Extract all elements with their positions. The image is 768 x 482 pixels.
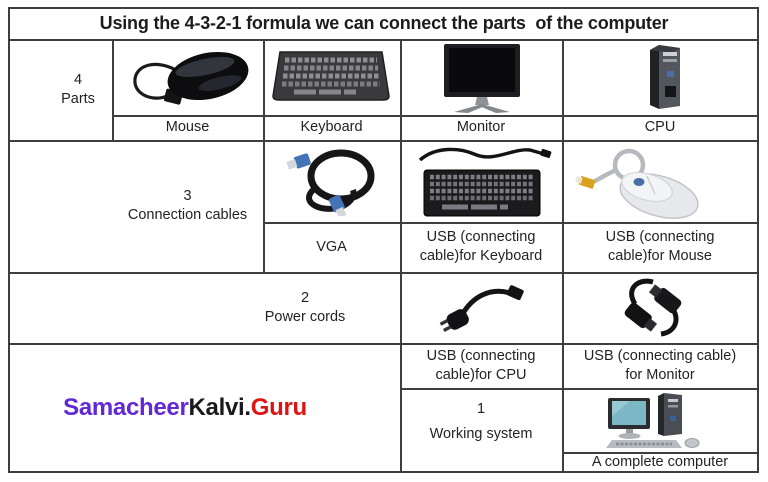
watermark-part-3: Guru bbox=[250, 393, 307, 421]
gridline bbox=[562, 452, 758, 454]
usb-cpu-label: USB (connecting cable)for CPU bbox=[426, 347, 536, 383]
vga-cable-image bbox=[285, 146, 380, 216]
gridline bbox=[112, 39, 114, 140]
working-system-count: 1 bbox=[476, 401, 486, 417]
mouse-label: Mouse bbox=[165, 119, 210, 135]
power-cords-count-cell: 2 Power cords bbox=[230, 272, 380, 343]
gridline bbox=[8, 272, 758, 274]
black-mouse-drawing bbox=[133, 51, 249, 105]
gridline bbox=[400, 388, 758, 390]
usb-mouse-drawing bbox=[575, 148, 699, 219]
keyboard-drawing bbox=[272, 51, 390, 101]
complete-computer-drawing bbox=[606, 393, 700, 448]
gridline bbox=[8, 343, 758, 345]
parts-count-cell: 4 Parts bbox=[22, 39, 134, 140]
watermark-part-2: Kalvi. bbox=[188, 393, 252, 421]
black-mouse-image bbox=[125, 45, 250, 110]
working-system-count-cell: 1 Working system bbox=[400, 388, 562, 474]
monitor-drawing bbox=[444, 44, 520, 113]
usb-mouse-image bbox=[575, 144, 705, 220]
monitor-label: Monitor bbox=[456, 119, 506, 135]
power-cord-connectors-drawing bbox=[624, 278, 682, 337]
parts-count: 4 bbox=[73, 71, 83, 88]
parts-label: Parts bbox=[61, 90, 95, 107]
complete-computer-label: A complete computer bbox=[591, 453, 729, 470]
vga-cable-drawing bbox=[286, 149, 375, 216]
keyboard-label: Keyboard bbox=[300, 119, 363, 135]
gridline bbox=[112, 115, 758, 117]
gridline bbox=[8, 39, 758, 41]
power-cords-count: 2 bbox=[300, 289, 310, 306]
keyboard-image bbox=[270, 48, 392, 106]
gridline bbox=[8, 140, 758, 142]
cables-count: 3 bbox=[183, 188, 192, 204]
gridline bbox=[400, 39, 402, 472]
working-system-label: Working system bbox=[429, 426, 533, 442]
usb-monitor-label: USB (connecting cable) for Monitor bbox=[583, 347, 737, 383]
cables-label: Connection cables bbox=[127, 207, 248, 223]
vga-label: VGA bbox=[316, 238, 347, 255]
complete-computer-image bbox=[600, 390, 706, 450]
usb-mouse-label: USB (connecting cable)for Mouse bbox=[605, 229, 715, 264]
power-cord-plug-drawing bbox=[439, 285, 524, 332]
power-cord-plug-image bbox=[438, 277, 526, 339]
cpu-tower-drawing bbox=[650, 45, 680, 109]
usb-keyboard-drawing bbox=[418, 147, 552, 217]
usb-keyboard-label: USB (connecting cable)for Keyboard bbox=[419, 229, 543, 264]
power-cords-label: Power cords bbox=[264, 308, 346, 325]
watermark-part-1: Samacheer bbox=[63, 393, 189, 421]
cables-count-cell: 3 Connection cables bbox=[112, 140, 263, 272]
gridline bbox=[562, 39, 564, 472]
usb-keyboard-image bbox=[408, 144, 556, 220]
table-title: Using the 4-3-2-1 formula we can connect… bbox=[99, 12, 669, 33]
gridline bbox=[263, 222, 758, 224]
monitor-image bbox=[438, 42, 526, 114]
power-cord-connectors-image bbox=[605, 274, 703, 340]
cpu-label: CPU bbox=[644, 119, 676, 135]
cpu-tower-image bbox=[642, 42, 688, 112]
gridline bbox=[263, 39, 265, 272]
